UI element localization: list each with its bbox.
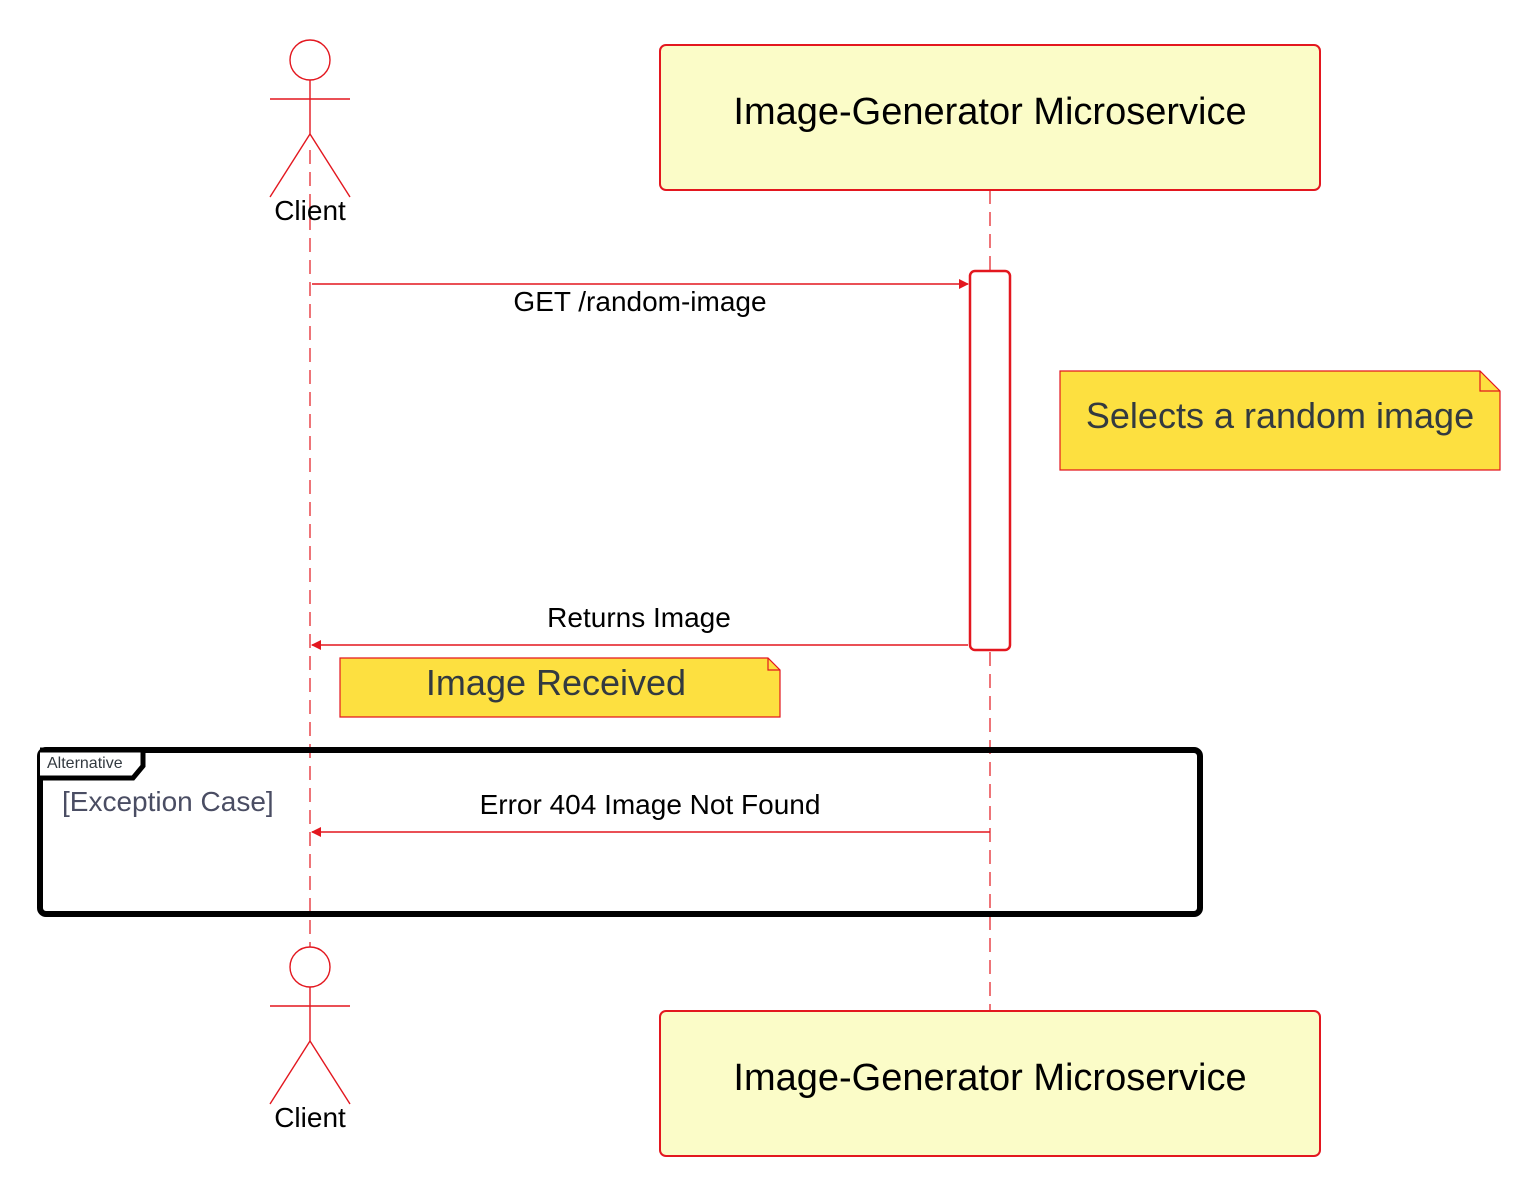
response-label: Returns Image bbox=[547, 602, 731, 633]
client-actor-bottom[interactable] bbox=[269, 946, 351, 1105]
client-label-top: Client bbox=[274, 195, 346, 226]
alt-fragment-tag-shape bbox=[40, 747, 146, 781]
client-label-bottom: Client bbox=[274, 1102, 346, 1133]
alt-fragment-operator: Alternative bbox=[47, 755, 123, 772]
client-actor-top[interactable] bbox=[269, 39, 351, 198]
service-participant-top[interactable] bbox=[659, 44, 1321, 191]
service-title-bottom: Image-Generator Microservice bbox=[733, 1057, 1247, 1099]
note-received-shape bbox=[339, 657, 781, 718]
note-received-text: Image Received bbox=[425, 662, 687, 703]
error-label: Error 404 Image Not Found bbox=[479, 789, 821, 820]
note-select-shape bbox=[1059, 370, 1501, 471]
alt-fragment-frame bbox=[37, 747, 1203, 917]
alt-fragment-guard: [Exception Case] bbox=[62, 786, 274, 817]
service-participant-bottom[interactable] bbox=[659, 1010, 1321, 1157]
service-title-top: Image-Generator Microservice bbox=[733, 91, 1247, 133]
service-activation-bar bbox=[968, 269, 1012, 652]
note-select-text: Selects a random image bbox=[1085, 395, 1475, 436]
request-label: GET /random-image bbox=[513, 286, 767, 317]
